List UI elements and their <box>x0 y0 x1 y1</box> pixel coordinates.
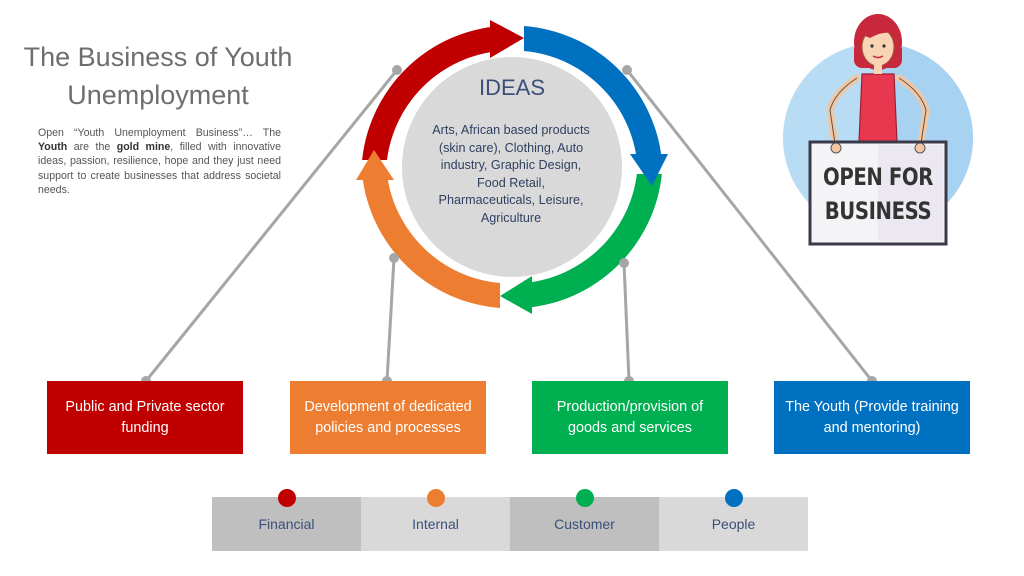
arrow-head-red <box>490 20 524 58</box>
ring-segment-green <box>524 174 662 308</box>
connector-dot <box>392 65 402 75</box>
connector-green <box>622 262 631 382</box>
box-production: Production/provision of goods and servic… <box>532 381 728 454</box>
connector-orange <box>385 257 396 382</box>
intro-text-2: are the <box>67 141 117 154</box>
intro-text-1: Open “Youth Unemployment Business”… The <box>38 127 281 139</box>
connector-dot <box>389 253 399 263</box>
legend-customer: Customer <box>510 497 659 551</box>
sign-line-2: BUSINESS <box>824 197 932 225</box>
ring-segment-orange <box>362 174 500 308</box>
ideas-list: Arts, African based products (skin care)… <box>432 123 590 225</box>
intro-text-3: , filled with innovative ideas, passion,… <box>38 141 281 196</box>
intro-gold-mine: gold mine <box>116 141 171 154</box>
legend-dot-internal <box>427 489 445 507</box>
sign-line-1: OPEN FOR <box>823 163 933 191</box>
ideas-center-circle <box>402 57 622 277</box>
intro-youth: Youth <box>38 141 68 154</box>
legend-dot-people <box>725 489 743 507</box>
legend-dot-financial <box>278 489 296 507</box>
connector-blue <box>625 69 874 382</box>
woman-with-sign-illustration <box>783 14 973 246</box>
ring-segment-blue <box>524 26 662 160</box>
box-funding: Public and Private sector funding <box>47 381 243 454</box>
arrow-head-orange <box>356 150 394 180</box>
arrow-head-green <box>500 276 532 314</box>
ring-segment-red <box>362 26 500 160</box>
connector-dot <box>619 258 629 268</box>
connector-dot <box>622 65 632 75</box>
box-policies: Development of dedicated policies and pr… <box>290 381 486 454</box>
intro-paragraph: Open “Youth Unemployment Business”… The … <box>38 126 281 197</box>
box-youth-mentoring: The Youth (Provide training and mentorin… <box>774 381 970 454</box>
page-title: The Business of Youth Unemployment <box>23 42 293 110</box>
connector-red <box>144 69 399 382</box>
arrow-head-blue <box>630 154 668 186</box>
legend-dot-customer <box>576 489 594 507</box>
sign-text: OPEN FOR BUSINESS <box>822 160 934 228</box>
ideas-title: IDEAS <box>478 75 546 100</box>
